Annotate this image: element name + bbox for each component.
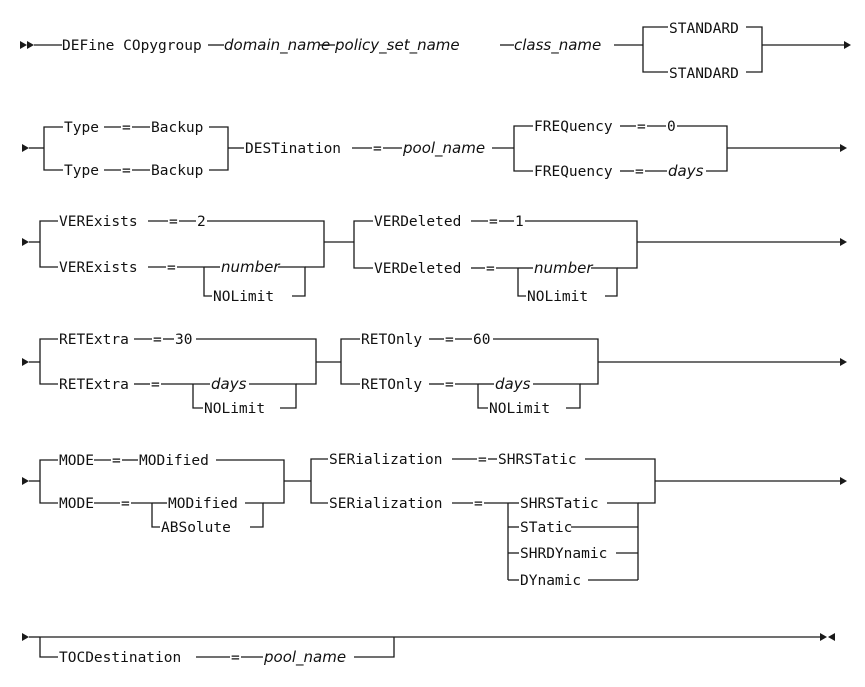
retextra-choice-keyword: RETExtra <box>59 377 129 393</box>
continue-arrow-icon <box>840 238 847 246</box>
continue-arrow-icon <box>840 358 847 366</box>
retextra-default-eq: = <box>153 332 162 348</box>
type-choice-eq: = <box>122 163 131 179</box>
destination-eq: = <box>373 141 382 157</box>
retextra-default-keyword: RETExtra <box>59 332 129 348</box>
row-5: MODE = MODified MODE = MODified ABSolute… <box>22 452 847 589</box>
end-arrow-icon <box>820 633 827 641</box>
mode-choice-eq: = <box>121 496 130 512</box>
continue-arrow-icon <box>840 477 847 485</box>
row-6: TOCDestination = pool_name <box>22 633 835 667</box>
mode-default-keyword: MODE <box>59 453 94 469</box>
mode-default-eq: = <box>112 453 121 469</box>
verdeleted-choice-keyword: VERDeleted <box>374 261 461 277</box>
continue-from-arrow-icon <box>22 238 29 246</box>
absolute-choice: ABSolute <box>161 520 231 536</box>
type-choice-keyword: Type <box>64 163 99 179</box>
shrdynamic-choice: SHRDYnamic <box>520 546 607 562</box>
verdeleted-choice-eq: = <box>486 261 495 277</box>
retonly-nolimit: NOLimit <box>489 401 550 417</box>
modified-choice: MODified <box>168 496 238 512</box>
verdeleted-default-keyword: VERDeleted <box>374 214 461 230</box>
end-arrow-icon-2 <box>828 633 835 641</box>
retonly-default-keyword: RETOnly <box>361 332 422 348</box>
type-default-eq: = <box>122 120 131 136</box>
retonly-days-variable: days <box>495 375 531 393</box>
verdeleted-default-value: 1 <box>515 214 524 230</box>
row-4: RETExtra = 30 RETExtra = days NOLimit RE… <box>22 332 847 417</box>
verexists-default-value: 2 <box>197 214 206 230</box>
continue-from-arrow-icon <box>22 358 29 366</box>
standard-default: STANDARD <box>669 21 739 37</box>
static-choice: STatic <box>520 520 572 536</box>
frequency-choice-eq: = <box>635 164 644 180</box>
retextra-nolimit: NOLimit <box>204 401 265 417</box>
continue-arrow-icon <box>840 144 847 152</box>
retextra-choice-eq: = <box>151 377 160 393</box>
verdeleted-nolimit: NOLimit <box>527 289 588 305</box>
row-3: VERExists = 2 VERExists = number NOLimit… <box>22 214 847 305</box>
destination-keyword: DESTination <box>245 141 341 157</box>
serialization-default-keyword: SERialization <box>329 452 443 468</box>
modified-default: MODified <box>139 453 209 469</box>
domain-name-variable: domain_name <box>224 36 330 55</box>
frequency-days-variable: days <box>668 162 704 180</box>
retonly-default-value: 60 <box>473 332 490 348</box>
frequency-choice-keyword: FREQuency <box>534 164 613 180</box>
row-2: Type = Backup Type = Backup DESTination … <box>22 119 847 180</box>
retonly-default-eq: = <box>445 332 454 348</box>
verdeleted-number-variable: number <box>534 259 593 277</box>
destination-pool-name: pool_name <box>402 139 485 158</box>
tocdestination-keyword: TOCDestination <box>59 650 181 666</box>
start-arrow-icon-2 <box>27 41 34 49</box>
retextra-default-value: 30 <box>175 332 192 348</box>
retonly-choice-eq: = <box>445 377 454 393</box>
serialization-choice-keyword: SERialization <box>329 496 443 512</box>
backup-choice: Backup <box>151 163 203 179</box>
start-arrow-icon <box>20 41 27 49</box>
verexists-choice-eq: = <box>167 260 176 276</box>
type-default-keyword: Type <box>64 120 99 136</box>
continue-arrow-icon <box>844 41 851 49</box>
continue-from-arrow-icon <box>22 477 29 485</box>
verdeleted-default-eq: = <box>489 214 498 230</box>
verexists-default-keyword: VERExists <box>59 214 138 230</box>
shrstatic-default: SHRSTatic <box>498 452 577 468</box>
dynamic-choice: DYnamic <box>520 573 581 589</box>
serialization-choice-eq: = <box>474 496 483 512</box>
frequency-default-eq: = <box>637 119 646 135</box>
mode-choice-keyword: MODE <box>59 496 94 512</box>
continue-from-arrow-icon <box>22 144 29 152</box>
retextra-days-variable: days <box>211 375 247 393</box>
retonly-choice-keyword: RETOnly <box>361 377 422 393</box>
continue-from-arrow-icon <box>22 633 29 641</box>
verexists-nolimit: NOLimit <box>213 289 274 305</box>
frequency-default-value: 0 <box>667 119 676 135</box>
verexists-choice-keyword: VERExists <box>59 260 138 276</box>
serialization-default-eq: = <box>478 452 487 468</box>
shrstatic-choice: SHRSTatic <box>520 496 599 512</box>
backup-default: Backup <box>151 120 203 136</box>
command-keyword: DEFine COpygroup <box>62 38 202 54</box>
verexists-default-eq: = <box>169 214 178 230</box>
frequency-default-keyword: FREQuency <box>534 119 613 135</box>
tocdestination-eq: = <box>231 650 240 666</box>
verexists-number-variable: number <box>221 258 280 276</box>
policy-set-name-variable: policy_set_name <box>334 36 460 55</box>
row-1: DEFine COpygroup domain_name policy_set_… <box>20 21 851 82</box>
class-name-variable: class_name <box>514 36 601 55</box>
standard-choice: STANDARD <box>669 66 739 82</box>
tocdestination-pool-name: pool_name <box>263 648 346 667</box>
